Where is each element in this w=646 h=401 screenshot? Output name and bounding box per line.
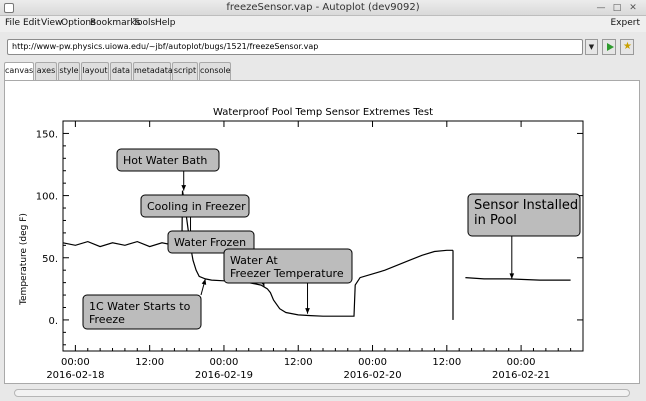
menu-options[interactable]: Options (61, 18, 96, 28)
plot-canvas[interactable]: Waterproof Pool Temp Sensor Extremes Tes… (4, 80, 640, 384)
x-tick-label: 00:00 (507, 357, 536, 368)
tab-metadata[interactable]: metadata (133, 62, 173, 80)
y-tick-label: 0. (48, 316, 58, 327)
tab-style[interactable]: style (58, 62, 80, 80)
annotation-label: in Pool (474, 213, 517, 228)
x-tick-label: 00:00 (61, 357, 90, 368)
chart-title: Waterproof Pool Temp Sensor Extremes Tes… (213, 107, 433, 118)
minimize-icon[interactable]: — (596, 3, 606, 13)
annotation-label: Hot Water Bath (123, 154, 207, 167)
bookmark-icon: ★ (623, 41, 632, 52)
tab-console[interactable]: console (199, 62, 231, 80)
window-title: freezeSensor.vap - Autoplot (dev9092) (226, 2, 420, 13)
close-icon[interactable]: ✕ (629, 3, 637, 13)
x-date-label: 2016-02-21 (492, 370, 550, 381)
tab-script[interactable]: script (172, 62, 198, 80)
annotation-arrowhead (305, 308, 310, 314)
y-tick-label: 50. (42, 254, 58, 265)
horizontal-scrollbar[interactable] (14, 389, 630, 397)
y-axis-label: Temperature (deg F) (19, 213, 29, 306)
annotation-arrowhead (201, 278, 207, 285)
menu-help[interactable]: Help (155, 18, 176, 28)
x-tick-label: 00:00 (210, 357, 239, 368)
menu-bar: File Edit View Options Bookmarks Tools H… (0, 16, 646, 32)
x-date-label: 2016-02-20 (343, 370, 401, 381)
url-history-button[interactable]: ▼ (585, 39, 598, 55)
annotation-box (116, 148, 220, 172)
x-date-label: 2016-02-18 (46, 370, 104, 381)
app-icon (4, 3, 14, 13)
x-tick-label: 12:00 (284, 357, 313, 368)
annotation-box (223, 248, 353, 284)
menu-file[interactable]: File (5, 18, 21, 28)
temperature-chart[interactable]: Waterproof Pool Temp Sensor Extremes Tes… (5, 81, 639, 383)
status-bar (4, 387, 640, 399)
y-tick-label: 100. (36, 192, 58, 203)
expert-mode-menu[interactable]: Expert (610, 18, 641, 28)
tab-data[interactable]: data (110, 62, 132, 80)
go-button[interactable] (602, 39, 616, 55)
title-bar: freezeSensor.vap - Autoplot (dev9092) — … (0, 0, 646, 16)
annotation-label: Freeze (89, 313, 125, 326)
annotation-arrowhead (509, 273, 515, 279)
annotation-label: 1C Water Starts to (89, 300, 191, 313)
x-tick-label: 12:00 (135, 357, 164, 368)
y-tick-label: 150. (36, 129, 58, 140)
x-tick-label: 12:00 (432, 357, 461, 368)
menu-tools[interactable]: Tools (133, 18, 156, 28)
x-tick-label: 00:00 (358, 357, 387, 368)
annotation-arrowhead (181, 185, 187, 191)
annotation-label: Freezer Temperature (230, 267, 344, 280)
series-line-segment (62, 190, 453, 317)
annotation-box (167, 230, 255, 254)
play-icon (607, 43, 614, 51)
annotation-box (467, 193, 581, 237)
tab-axes[interactable]: axes (35, 62, 57, 80)
menu-bookmarks[interactable]: Bookmarks (90, 18, 141, 28)
annotation-label: Water At (230, 254, 278, 267)
annotation-label: Sensor Installed (474, 198, 578, 213)
annotation-label: Water Frozen (174, 236, 246, 249)
menu-edit[interactable]: Edit (23, 18, 41, 28)
tab-canvas[interactable]: canvas (4, 62, 34, 81)
annotation-box (140, 194, 250, 218)
annotation-label: Cooling in Freezer (147, 200, 246, 213)
annotation-box (82, 294, 202, 330)
menu-view[interactable]: View (41, 18, 63, 28)
chevron-down-icon: ▼ (588, 43, 595, 51)
url-input[interactable]: http://www-pw.physics.uiowa.edu/~jbf/aut… (7, 39, 583, 55)
x-date-label: 2016-02-19 (195, 370, 253, 381)
tab-layout[interactable]: layout (81, 62, 109, 80)
maximize-icon[interactable]: □ (612, 3, 622, 13)
bookmark-button[interactable]: ★ (620, 39, 634, 55)
address-bar: http://www-pw.physics.uiowa.edu/~jbf/aut… (0, 36, 646, 58)
series-line-segment (465, 277, 571, 281)
